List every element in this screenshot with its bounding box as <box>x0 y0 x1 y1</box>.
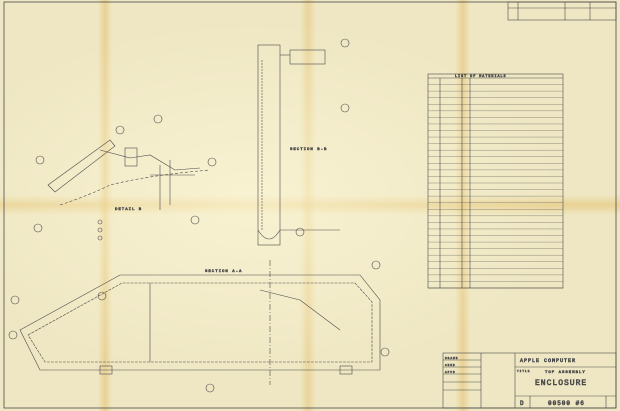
section-view-main <box>19 260 381 385</box>
checked-label: CHKD <box>445 364 456 367</box>
drawing-number: 00500 #6 <box>548 400 585 407</box>
callout-balloons <box>8 38 390 393</box>
parts-list-heading: LIST OF MATERIALS <box>455 75 507 79</box>
approved-label: APPD <box>445 371 456 374</box>
drawing-title: ENCLOSURE <box>535 379 587 388</box>
title-label: TITLE <box>517 370 530 373</box>
revision-block <box>507 1 617 21</box>
section-view-vertical <box>257 44 340 246</box>
sheet-size: D <box>520 400 525 407</box>
drawn-label: DRAWN <box>445 357 458 360</box>
sheet-border <box>3 1 617 409</box>
detail-b-label: DETAIL B <box>115 208 142 212</box>
parts-list-table <box>427 73 564 289</box>
title-block <box>442 352 617 409</box>
detail-view <box>47 139 211 241</box>
section-a-label: SECTION A-A <box>205 270 242 274</box>
company-name: APPLE COMPUTER <box>520 358 576 364</box>
drawing-subtitle: TOP ASSEMBLY <box>545 371 586 375</box>
section-b-label: SECTION B-B <box>290 148 327 152</box>
